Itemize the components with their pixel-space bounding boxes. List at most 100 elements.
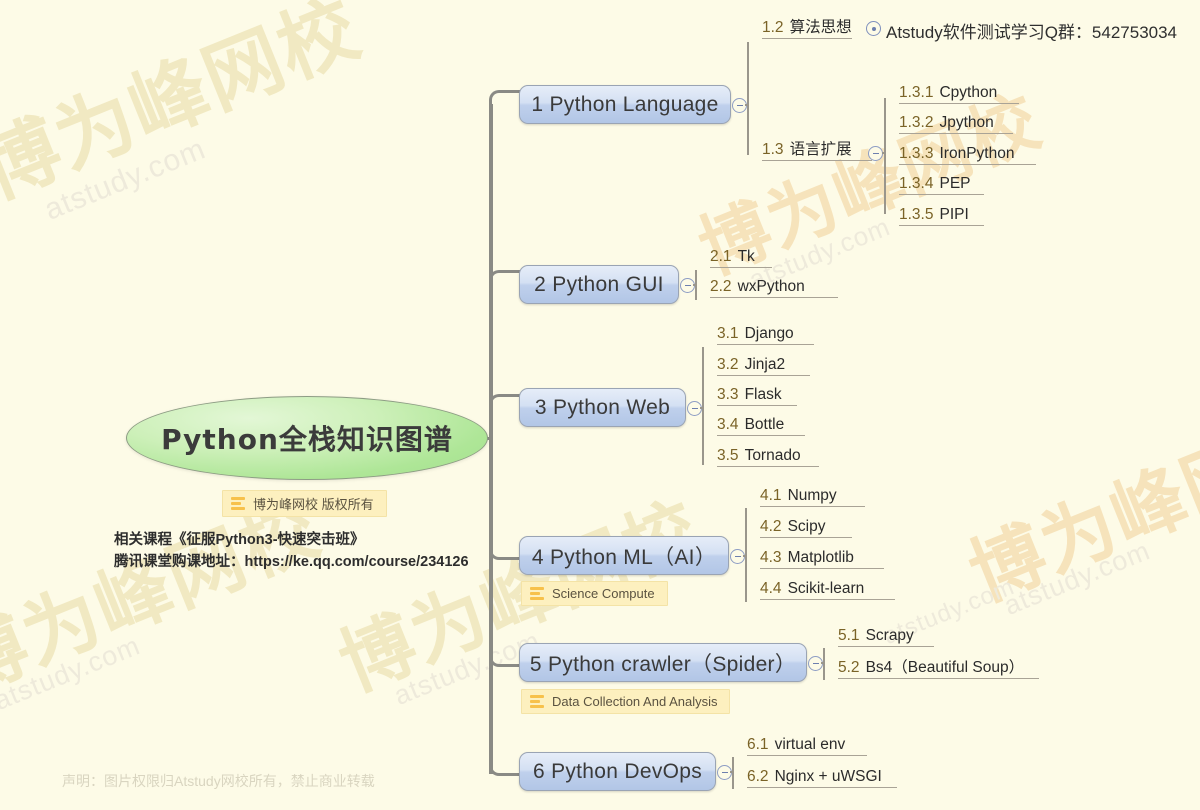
- leaf-underline: [710, 297, 838, 299]
- leaf-underline: [762, 38, 852, 40]
- leaf-underline: [899, 103, 1019, 105]
- leaf-label: Bs4（Beautiful Soup）: [865, 659, 1025, 676]
- leaf-label: PEP: [939, 175, 971, 192]
- copyright-note[interactable]: 博为峰网校 版权所有: [222, 490, 387, 517]
- central-topic-node[interactable]: Python全栈知识图谱: [126, 396, 488, 480]
- branch-node-3[interactable]: 3 Python Web: [519, 388, 686, 427]
- branch-node-5-label: 5 Python crawler（Spider）: [529, 652, 797, 676]
- leaf-3-3[interactable]: 3.3 Flask: [717, 385, 797, 407]
- leaf-2-2[interactable]: 2.2 wxPython: [710, 277, 838, 299]
- course-info-line1: 相关课程《征服Python3-快速突击班》: [114, 532, 365, 548]
- collapse-circle-icon[interactable]: [868, 146, 883, 161]
- leaf-underline: [717, 405, 797, 407]
- central-topic-label: Python全栈知识图谱: [161, 423, 453, 456]
- leaf-number: 1.3.5: [899, 206, 934, 223]
- qq-group-text: Atstudy软件测试学习Q群：542753034: [886, 23, 1178, 42]
- leaf-underline: [747, 787, 897, 789]
- branch-hook: [489, 394, 522, 412]
- branch-4-note[interactable]: Science Compute: [521, 581, 668, 606]
- leaf-underline: [717, 344, 814, 346]
- collapse-circle-icon[interactable]: [808, 656, 823, 671]
- leaf-number: 2.2: [710, 278, 732, 295]
- expand-circle-icon[interactable]: [866, 21, 881, 36]
- branch-4-note-label: Science Compute: [552, 586, 655, 601]
- leaf-underline: [760, 537, 852, 539]
- leaf-number: 1.2: [762, 19, 784, 36]
- subtree-stub: [693, 284, 697, 286]
- leaf-label: Flask: [744, 386, 782, 403]
- leaf-number: 4.3: [760, 549, 782, 566]
- leaf-number: 1.3.2: [899, 114, 934, 131]
- leaf-underline: [710, 267, 772, 269]
- branch-node-4[interactable]: 4 Python ML（AI）: [519, 536, 729, 575]
- branch-node-1-label: 1 Python Language: [531, 92, 719, 116]
- branch-node-5[interactable]: 5 Python crawler（Spider）: [519, 643, 807, 682]
- branch-node-6[interactable]: 6 Python DevOps: [519, 752, 716, 791]
- branch-node-2[interactable]: 2 Python GUI: [519, 265, 679, 304]
- note-lines-icon: [231, 497, 245, 510]
- collapse-circle-icon[interactable]: [732, 98, 747, 113]
- watermark-domain-text: atstudy.com: [999, 535, 1155, 621]
- branch-hook: [489, 649, 522, 667]
- leaf-number: 5.2: [838, 659, 860, 676]
- leaf-5-2[interactable]: 5.2 Bs4（Beautiful Soup）: [838, 658, 1039, 680]
- leaf-label: wxPython: [737, 278, 805, 295]
- collapse-circle-icon[interactable]: [687, 401, 702, 416]
- leaf-number: 3.1: [717, 325, 739, 342]
- leaf-underline: [838, 678, 1039, 680]
- leaf-number: 3.4: [717, 416, 739, 433]
- leaf-label: PIPI: [939, 206, 969, 223]
- leaf-3-1[interactable]: 3.1 Django: [717, 324, 814, 346]
- leaf-number: 3.3: [717, 386, 739, 403]
- leaf-number: 6.2: [747, 768, 769, 785]
- leaf-label: Tk: [737, 248, 755, 265]
- watermark-cn-text: 博为峰网校: [958, 396, 1200, 617]
- leaf-label: Django: [744, 325, 794, 342]
- leaf-underline: [760, 506, 865, 508]
- leaf-label: Tornado: [744, 447, 801, 464]
- leaf-number: 1.3: [762, 141, 784, 158]
- leaf-underline: [838, 646, 934, 648]
- leaf-label: IronPython: [939, 145, 1015, 162]
- subtree-bracket: [732, 757, 734, 789]
- branch-hook: [489, 90, 522, 111]
- collapse-circle-icon[interactable]: [730, 549, 745, 564]
- leaf-label: Numpy: [787, 487, 837, 504]
- leaf-underline: [899, 164, 1036, 166]
- course-info-line2: 腾讯课堂购课地址：https://ke.qq.com/course/234126: [114, 554, 469, 571]
- branch-node-1[interactable]: 1 Python Language: [519, 85, 731, 124]
- watermark-cn-text: 博为峰网校: [0, 485, 332, 710]
- leaf-label: Cpython: [939, 84, 998, 101]
- leaf-number: 6.1: [747, 736, 769, 753]
- collapse-circle-icon[interactable]: [680, 278, 695, 293]
- leaf-number: 4.2: [760, 518, 782, 535]
- branch-5-note[interactable]: Data Collection And Analysis: [521, 689, 731, 714]
- subtree-bracket: [747, 42, 749, 155]
- copyright-note-label: 博为峰网校 版权所有: [253, 497, 374, 512]
- subtree-bracket: [823, 648, 825, 680]
- leaf-underline: [717, 435, 805, 437]
- watermark-domain-text: atstudy.com: [39, 132, 211, 227]
- leaf-number: 5.1: [838, 627, 860, 644]
- subtree-stub: [700, 407, 704, 409]
- leaf-1-3-5[interactable]: 1.3.5 PIPI: [899, 205, 984, 227]
- collapse-circle-icon[interactable]: [717, 765, 732, 780]
